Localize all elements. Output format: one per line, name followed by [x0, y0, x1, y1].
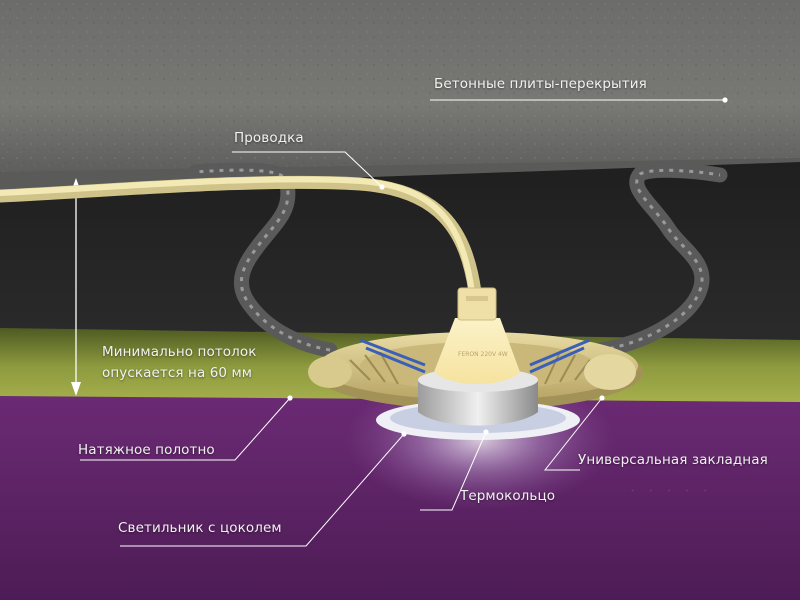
lamp-bulb: FERON 220V 4W: [434, 287, 520, 384]
right-mount-strap: [592, 162, 728, 358]
svg-text:· · · · ·: · · · · ·: [630, 481, 712, 500]
left-mount-strap: [187, 162, 338, 358]
label-minimum-drop: Минимально потолок опускается на 60 мм: [102, 344, 257, 381]
label-universal-mount: Универсальная закладная: [578, 452, 768, 468]
wiring-cable: [0, 175, 482, 299]
spring-clips: [359, 338, 591, 374]
leader-lines: [80, 99, 725, 547]
label-wiring: Проводка: [234, 130, 304, 146]
label-concrete-slabs: Бетонные плиты-перекрытия: [434, 76, 647, 92]
label-thermo-ring: Термокольцо: [460, 488, 556, 504]
label-fixture: Светильник с цоколем: [118, 520, 282, 536]
svg-text:FERON 220V 4W: FERON 220V 4W: [458, 351, 508, 358]
label-stretch-canvas: Натяжное полотно: [78, 442, 215, 458]
leader-dots: [287, 97, 728, 437]
